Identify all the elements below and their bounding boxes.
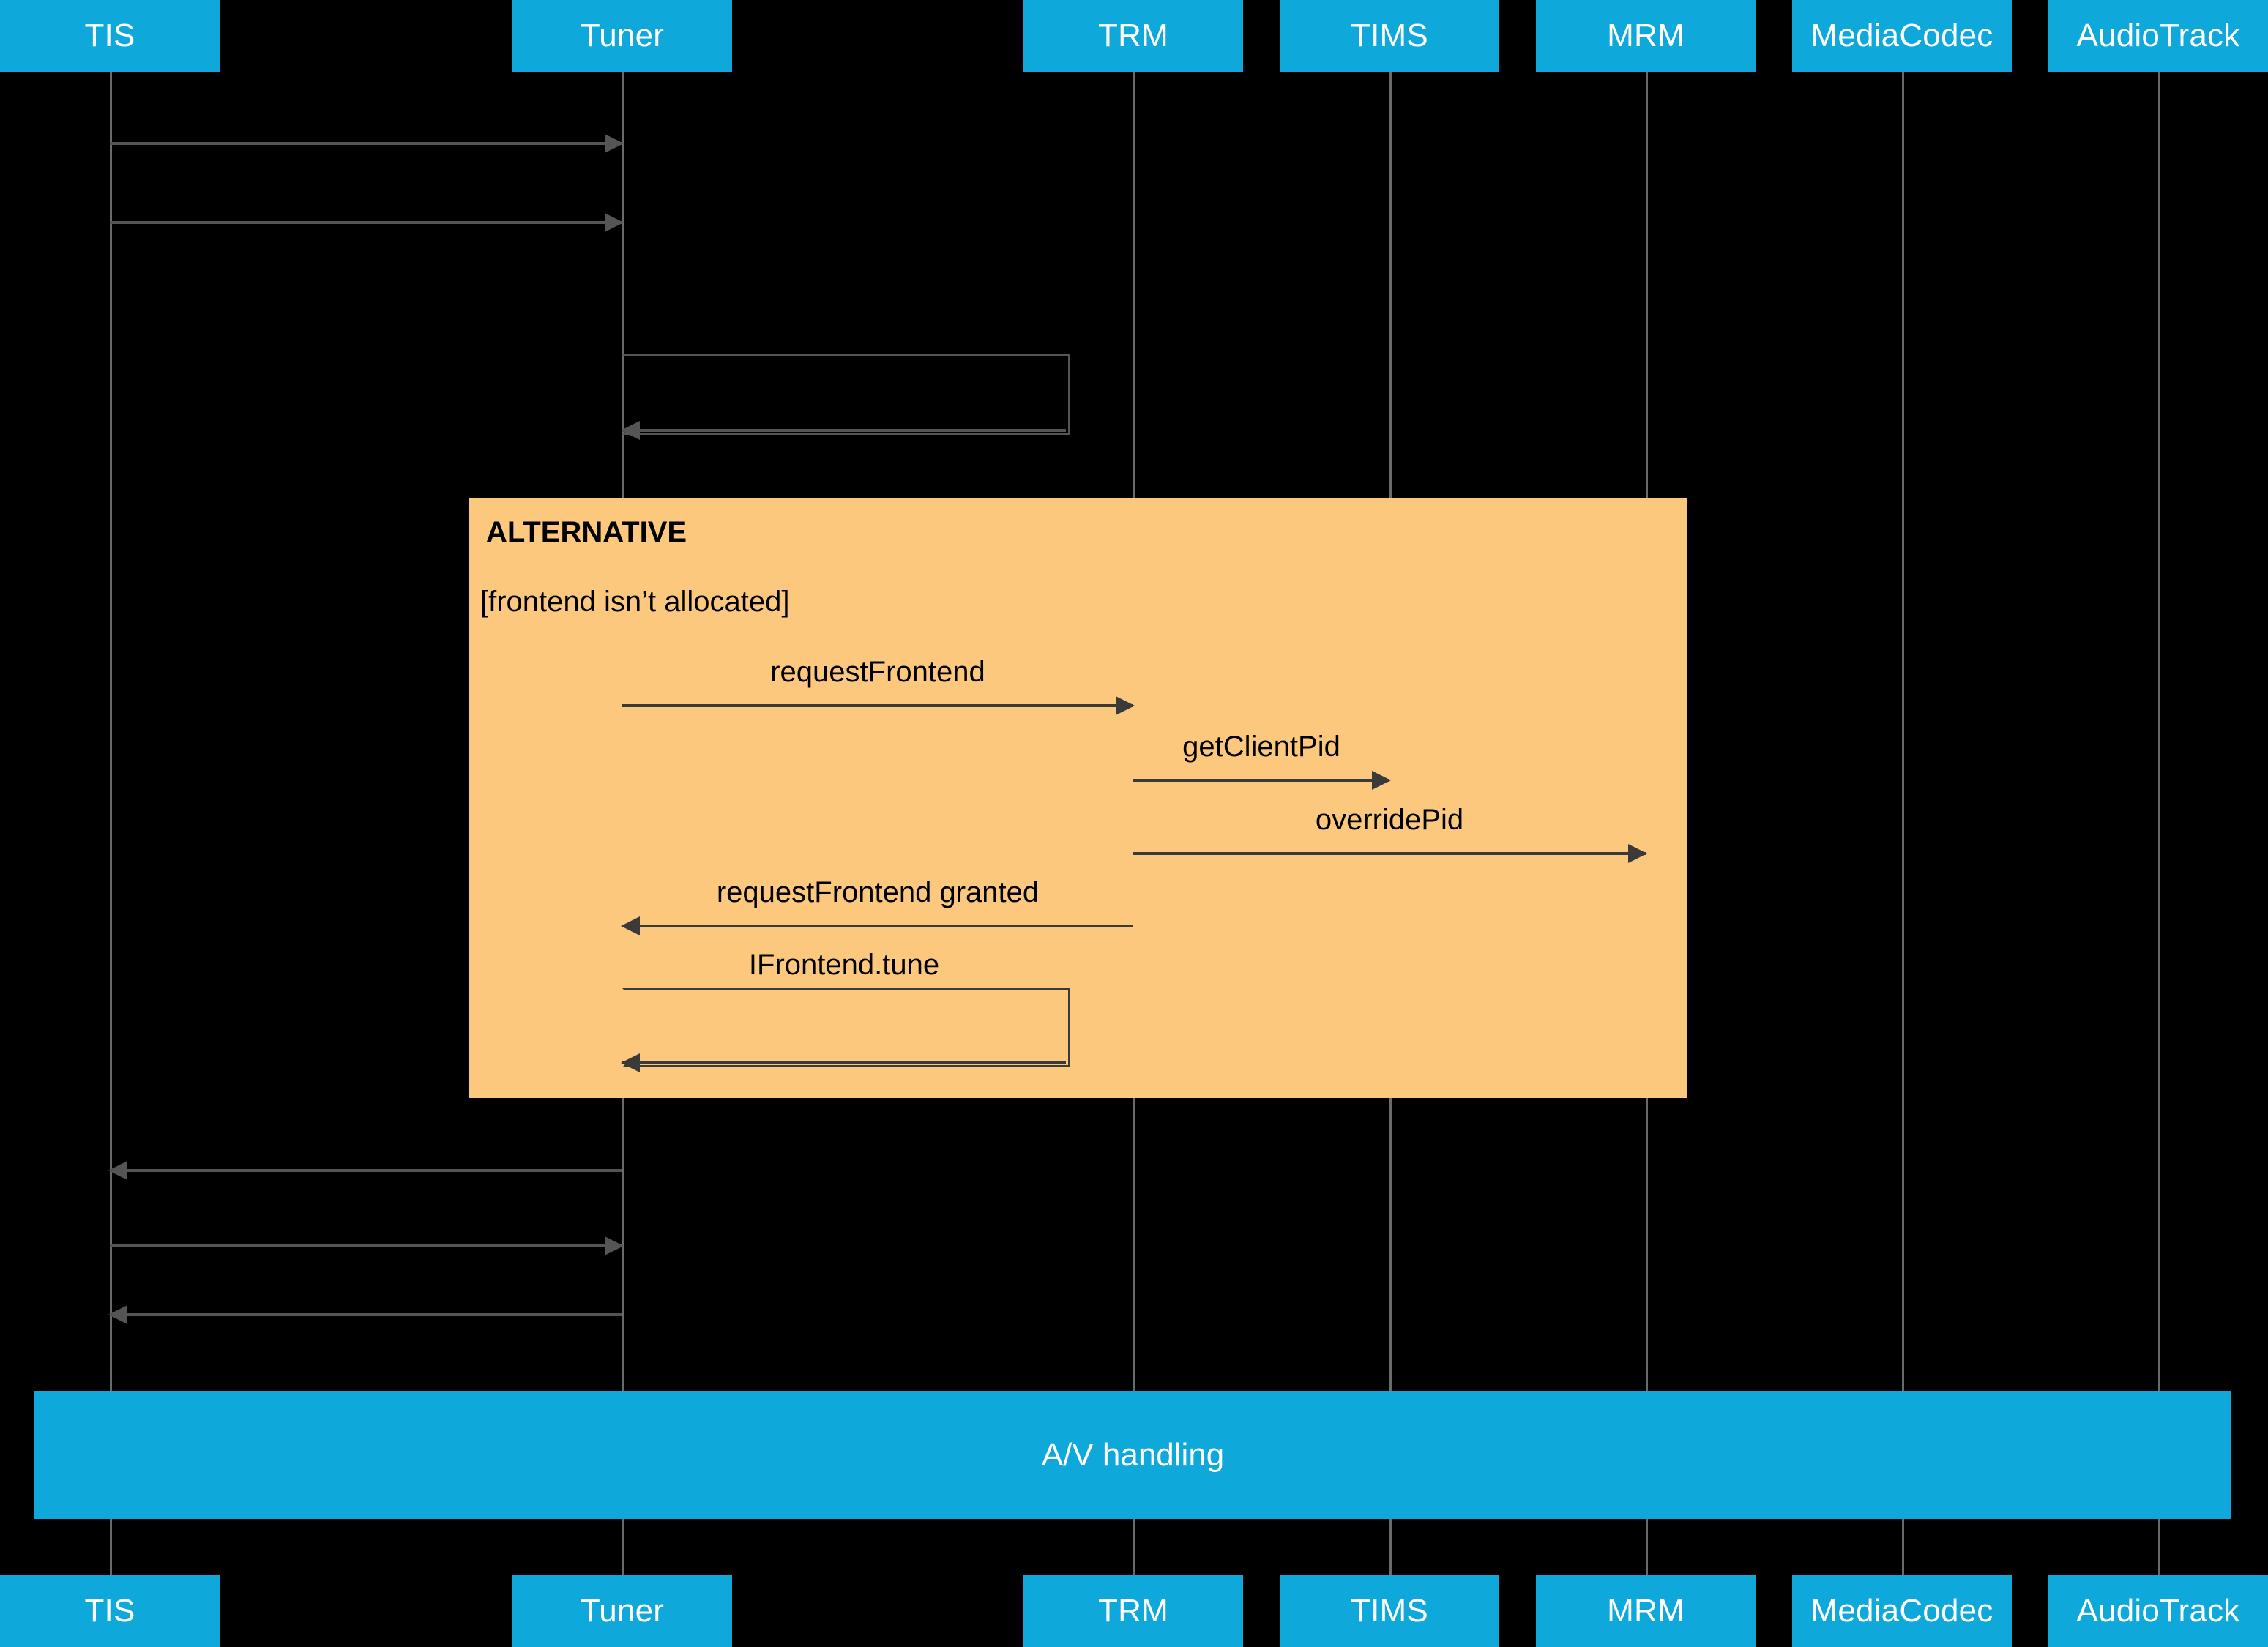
ref-block-av-handling-label: A/V handling: [1041, 1436, 1225, 1473]
alternative-fragment-keyword: ALTERNATIVE: [486, 516, 687, 548]
message-label-override-pid: overridePid: [1315, 804, 1464, 836]
actor-footer-trm[interactable]: TRM: [1023, 1575, 1243, 1647]
alternative-fragment: [469, 498, 1687, 1098]
message-tis-to-tuner-1: [110, 134, 624, 153]
actor-header-trm-label: TRM: [1098, 18, 1168, 53]
message-tis-to-tuner-3: [110, 1236, 624, 1255]
message-shaft: [1133, 779, 1389, 782]
ref-block-av-handling[interactable]: A/V handling: [34, 1391, 2231, 1519]
self-call-tuner-ifrontend-tune: [622, 988, 1070, 1067]
message-tuner-to-trm-request-frontend: [622, 696, 1135, 715]
actor-header-audiotrack-label: AudioTrack: [2076, 18, 2240, 53]
lifeline-tis: [110, 72, 112, 1575]
arrowhead-left-icon: [621, 1053, 640, 1072]
actor-header-tims[interactable]: TIMS: [1280, 0, 1499, 72]
message-tuner-self-return-1: [621, 421, 1066, 440]
arrowhead-right-icon: [1628, 844, 1647, 863]
lifeline-audiotrack: [2158, 72, 2160, 1575]
actor-footer-trm-label: TRM: [1098, 1593, 1168, 1629]
arrowhead-right-icon: [605, 134, 624, 153]
message-tis-to-tuner-2: [110, 213, 624, 232]
actor-header-tis[interactable]: TIS: [0, 0, 220, 72]
message-tuner-to-tis-2: [108, 1305, 622, 1324]
arrowhead-left-icon: [621, 916, 640, 935]
actor-footer-mrm-label: MRM: [1607, 1593, 1685, 1629]
arrowhead-right-icon: [605, 1236, 624, 1255]
actor-header-mrm[interactable]: MRM: [1536, 0, 1756, 72]
message-label-get-client-pid: getClientPid: [1182, 731, 1340, 763]
message-tuner-self-return-ifrontend-tune: [621, 1053, 1066, 1072]
message-shaft: [622, 429, 1066, 432]
actor-footer-tis[interactable]: TIS: [0, 1575, 220, 1647]
message-label-request-frontend-granted: requestFrontend granted: [716, 876, 1040, 908]
message-shaft: [622, 1061, 1066, 1064]
actor-header-trm[interactable]: TRM: [1023, 0, 1243, 72]
message-shaft: [110, 1244, 622, 1247]
message-trm-to-mrm-override-pid: [1133, 844, 1647, 863]
actor-footer-audiotrack-label: AudioTrack: [2076, 1593, 2240, 1629]
message-shaft: [110, 142, 622, 145]
message-shaft: [622, 925, 1133, 927]
self-call-tuner-unlabeled: [622, 354, 1070, 435]
arrowhead-right-icon: [1116, 696, 1135, 715]
actor-footer-tims[interactable]: TIMS: [1280, 1575, 1499, 1647]
actor-footer-tuner-label: Tuner: [580, 1593, 665, 1629]
arrowhead-right-icon: [605, 213, 624, 232]
actor-footer-tis-label: TIS: [84, 1593, 135, 1629]
message-trm-to-tuner-granted: [621, 916, 1133, 935]
message-shaft: [110, 221, 622, 224]
message-label-request-frontend: requestFrontend: [770, 656, 985, 688]
message-shaft: [1133, 852, 1646, 855]
arrowhead-right-icon: [1372, 771, 1391, 790]
arrowhead-left-icon: [108, 1161, 127, 1180]
actor-footer-audiotrack[interactable]: AudioTrack: [2048, 1575, 2268, 1647]
actor-footer-mediacodec-label: MediaCodec: [1810, 1593, 1993, 1629]
message-tuner-to-tis-1: [108, 1161, 622, 1180]
message-shaft: [110, 1169, 622, 1172]
actor-header-tuner[interactable]: Tuner: [512, 0, 732, 72]
alternative-fragment-guard: [frontend isn’t allocated]: [480, 586, 790, 618]
lifeline-mediacodec: [1902, 72, 1904, 1575]
actor-header-mrm-label: MRM: [1607, 18, 1685, 53]
message-shaft: [110, 1313, 622, 1316]
actor-footer-mrm[interactable]: MRM: [1536, 1575, 1756, 1647]
message-trm-to-tims-get-client-pid: [1133, 771, 1391, 790]
message-shaft: [622, 704, 1133, 707]
actor-header-mediacodec-label: MediaCodec: [1810, 18, 1993, 53]
actor-header-audiotrack[interactable]: AudioTrack: [2048, 0, 2268, 72]
actor-header-tims-label: TIMS: [1351, 18, 1428, 53]
arrowhead-left-icon: [108, 1305, 127, 1324]
actor-footer-tims-label: TIMS: [1351, 1593, 1428, 1629]
actor-header-mediacodec[interactable]: MediaCodec: [1792, 0, 2012, 72]
actor-footer-mediacodec[interactable]: MediaCodec: [1792, 1575, 2012, 1647]
actor-header-tis-label: TIS: [84, 18, 135, 53]
arrowhead-left-icon: [621, 421, 640, 440]
actor-header-tuner-label: Tuner: [580, 18, 665, 53]
message-label-ifrontend-tune: IFrontend.tune: [748, 949, 940, 981]
actor-footer-tuner[interactable]: Tuner: [512, 1575, 732, 1647]
